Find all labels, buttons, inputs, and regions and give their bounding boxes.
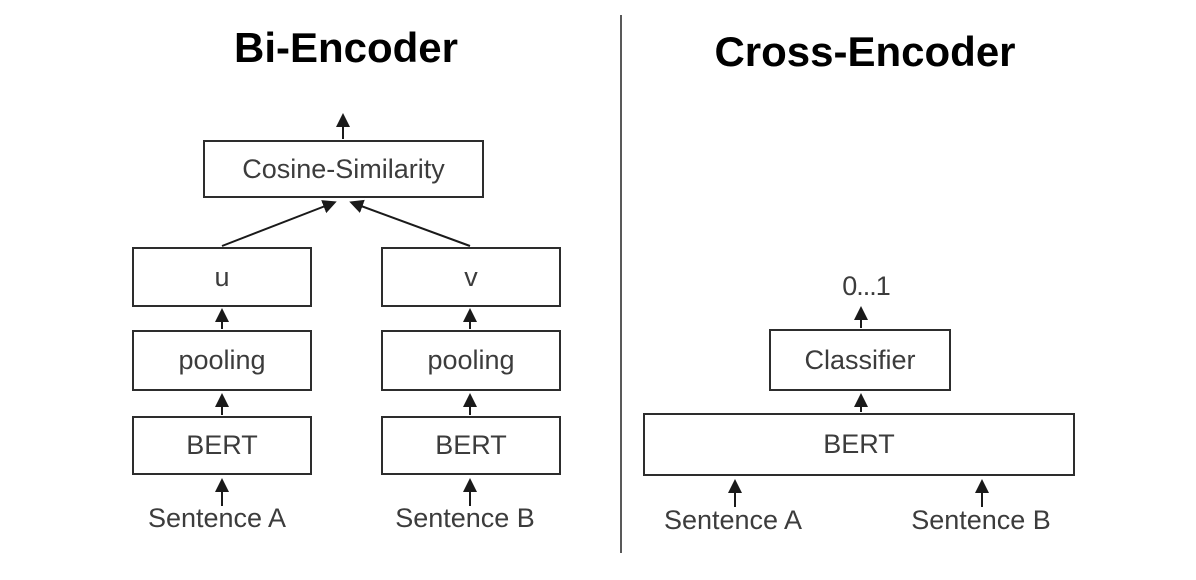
bi-encoder-title: Bi-Encoder: [233, 24, 459, 71]
cross-encoder-title: Cross-Encoder: [714, 28, 1016, 75]
bi-encoder-sentence-b-label: Sentence B: [395, 503, 535, 533]
bert-b-box: BERT: [381, 416, 561, 475]
pooling-a-box: pooling: [132, 330, 312, 391]
v-embedding-box: v: [381, 247, 561, 307]
cross-encoder-sentence-b-label: Sentence B: [911, 505, 1051, 535]
bert-wide-box: BERT: [643, 413, 1075, 476]
cosine-similarity-box: Cosine-Similarity: [203, 140, 484, 198]
bert-a-box: BERT: [132, 416, 312, 475]
classifier-box: Classifier: [769, 329, 951, 391]
cross-encoder-sentence-a-label: Sentence A: [663, 505, 803, 535]
bi-encoder-sentence-a-label: Sentence A: [147, 503, 287, 533]
pooling-b-box: pooling: [381, 330, 561, 391]
panel-divider: [620, 15, 622, 553]
u-embedding-box: u: [132, 247, 312, 307]
u-to-cosine-arrow: [221, 200, 337, 247]
v-to-cosine-arrow: [349, 199, 471, 247]
cross-encoder-output-label: 0...1: [842, 271, 891, 301]
